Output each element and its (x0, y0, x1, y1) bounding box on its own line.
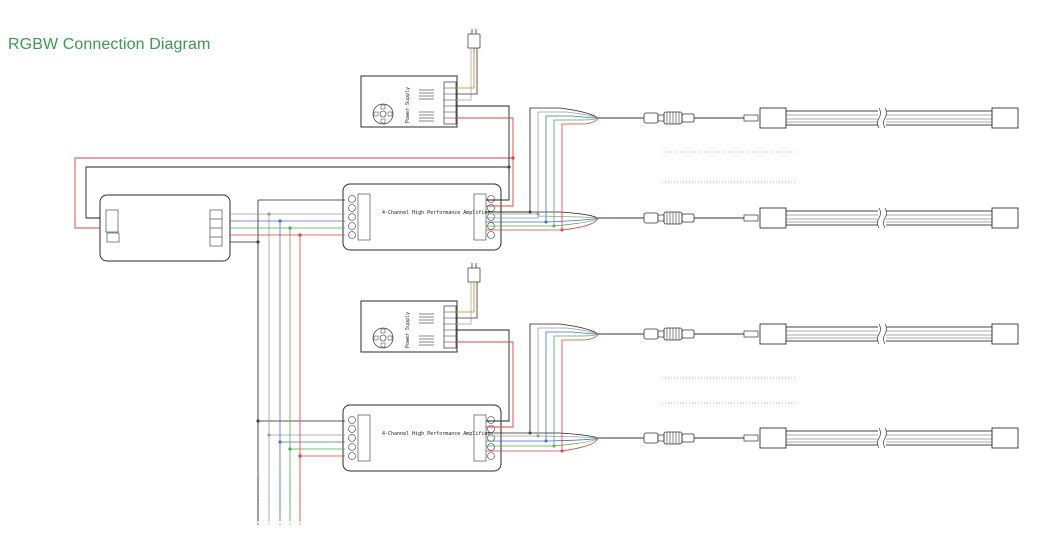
amplifier-label: 4-Channel High Performance Amplifier (382, 210, 490, 216)
ac-plug-upper (467, 29, 481, 52)
power-supply-lower: Power Supply (360, 300, 458, 353)
rgbw-controller (99, 194, 231, 262)
amplifier-lower: 4-Channel High Performance Amplifier (342, 404, 502, 472)
amp-output-upper (486, 107, 599, 231)
power-supply-label: Power Supply (405, 87, 411, 123)
amplifier-upper: 4-Channel High Performance Amplifier (342, 183, 502, 251)
controller-power-black (85, 166, 509, 219)
power-supply-label: Power Supply (405, 312, 411, 348)
amp-output-lower (486, 323, 599, 452)
power-supply-upper: Power Supply (360, 75, 458, 128)
led-strips (598, 107, 1019, 449)
led-strip (598, 323, 1019, 345)
led-strip (598, 207, 1019, 229)
diagram-title: RGBW Connection Diagram (8, 36, 211, 53)
amplifier-label: 4-Channel High Performance Amplifier (382, 431, 490, 437)
led-strip (598, 107, 1019, 129)
ac-plug-lower (467, 263, 481, 283)
controller-power-red (74, 157, 513, 229)
signal-bus (230, 199, 345, 520)
led-strip (598, 427, 1019, 449)
